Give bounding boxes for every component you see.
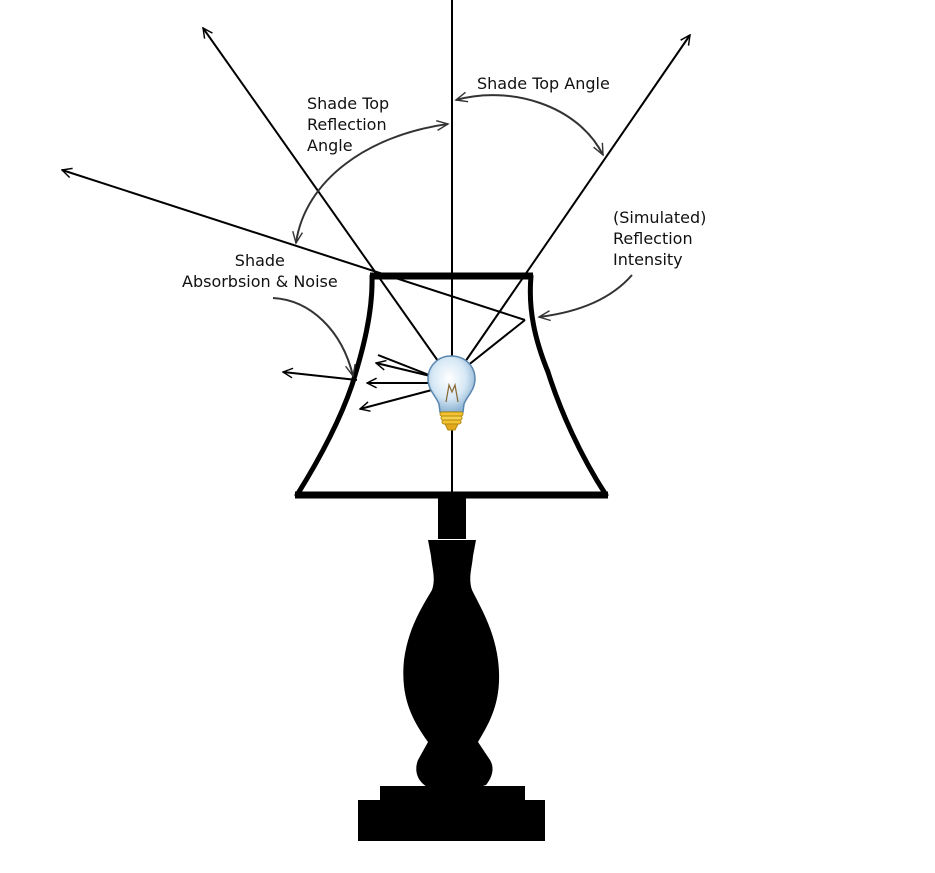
shade-top-angle-text: Shade Top Angle [477,74,610,93]
shade-top-reflection-angle-line-3: Angle [307,136,353,155]
lamp-base [358,497,545,841]
shade-top-angle-arc [456,95,604,155]
ray-upper-right [453,35,690,379]
reflection-intensity-label: (Simulated) Reflection Intensity [613,207,706,270]
shade-top-reflection-angle-label: Shade Top Reflection Angle [307,93,389,156]
ray-reflected [62,170,526,321]
shade-top-reflection-angle-arc [296,124,448,243]
shade-top-reflection-angle-line-2: Reflection [307,115,387,134]
shade-top-reflection-angle-line-1: Shade Top [307,94,390,113]
light-bulb-icon [427,355,476,431]
reflection-intensity-pointer [539,274,633,317]
shade-top-angle-label: Shade Top Angle [477,73,610,94]
shade-absorption-noise-line-1: Shade [234,251,285,270]
shade-absorption-noise-line-2: Absorbsion & Noise [182,272,338,291]
reflection-intensity-line-3: Intensity [613,250,683,269]
reflection-intensity-line-1: (Simulated) [613,208,707,227]
ray-absorbed-long [283,372,358,381]
absorption-noise-pointer [272,297,353,376]
shade-absorption-noise-label: Shade Absorbsion & Noise [182,250,338,292]
reflection-intensity-line-2: Reflection [613,229,693,248]
